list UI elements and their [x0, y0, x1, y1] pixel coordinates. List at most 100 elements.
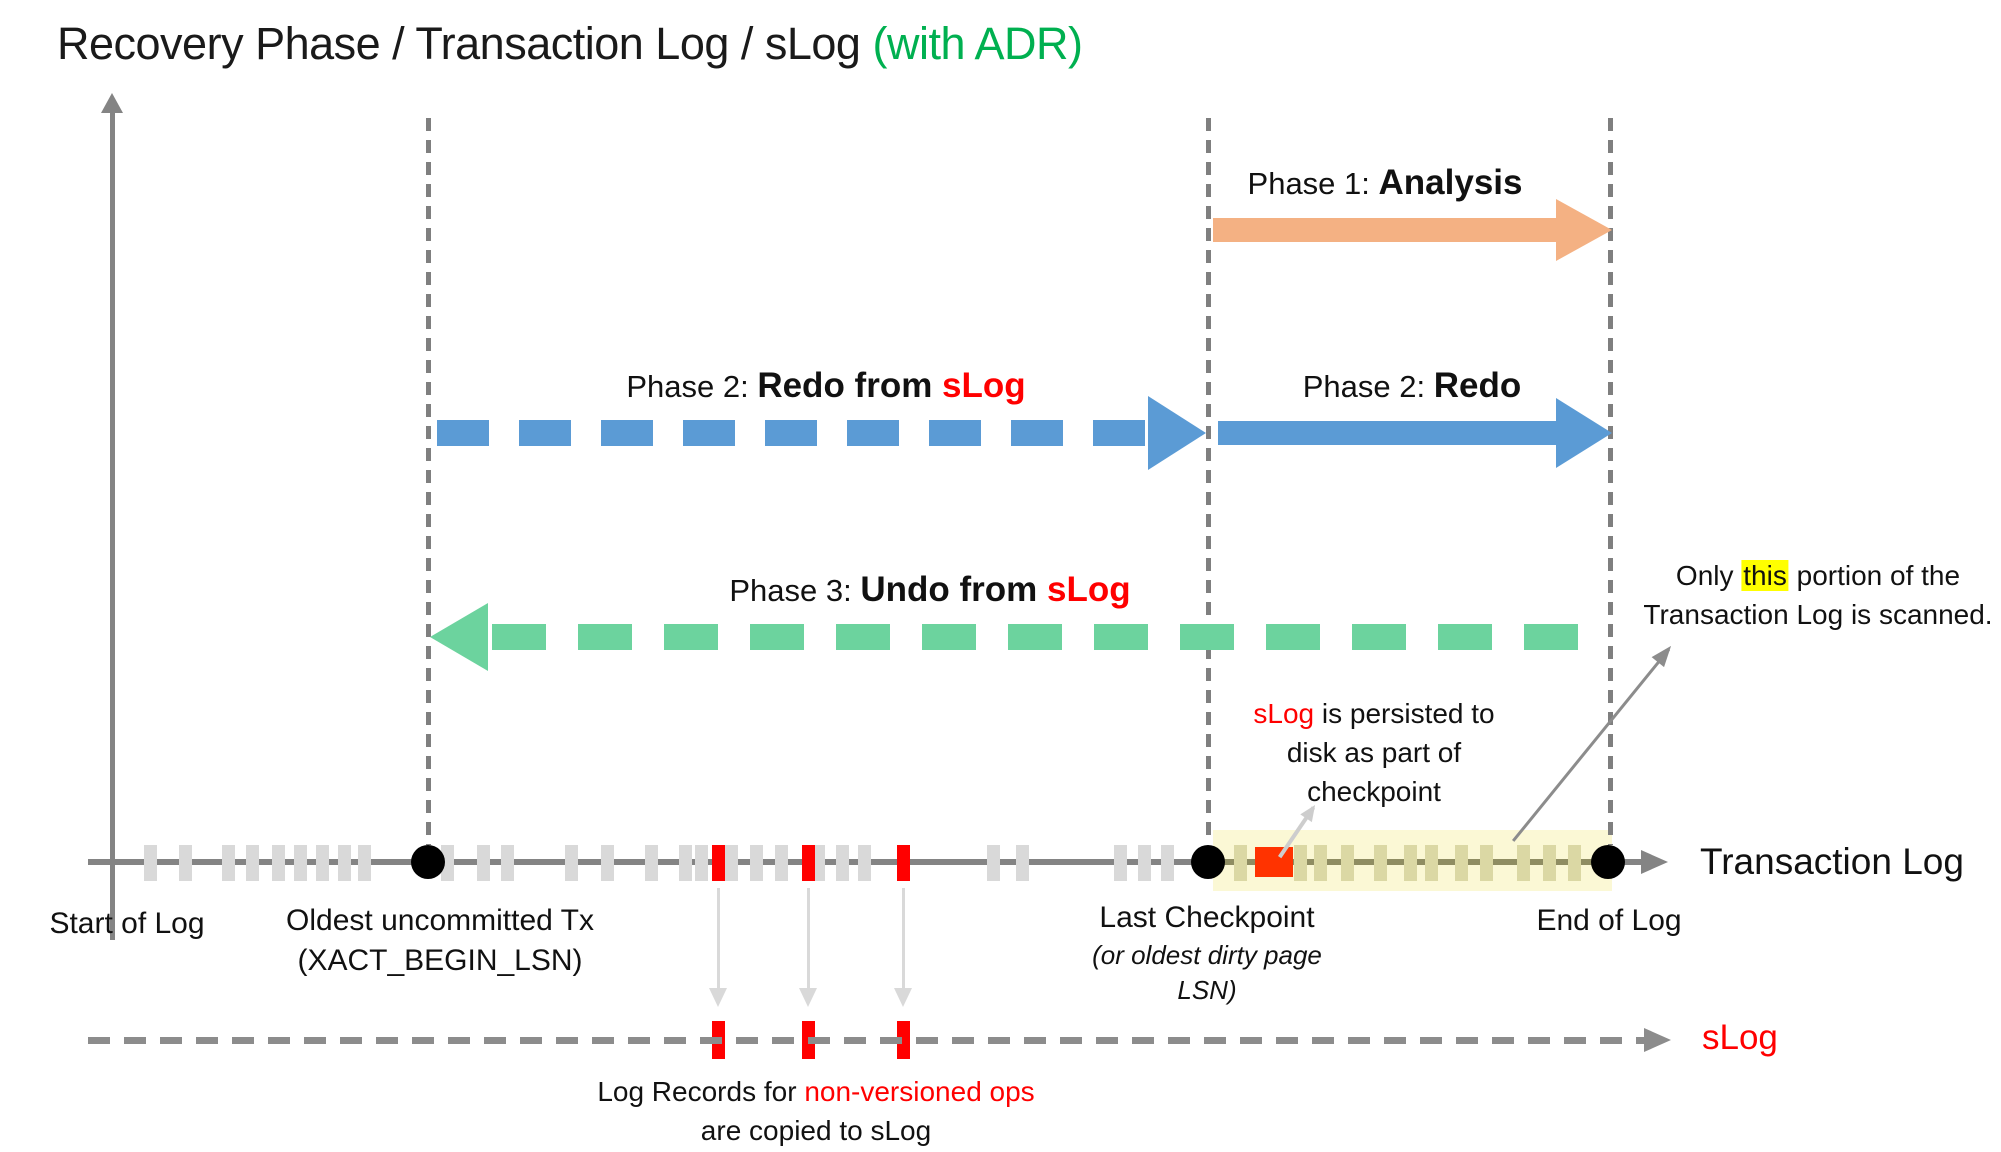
- transaction-log-arrowhead-icon: [1641, 850, 1668, 874]
- slog-arrowhead-icon: [1644, 1028, 1671, 1052]
- scan-note-line2: Transaction Log is scanned.: [1643, 599, 1993, 630]
- log-tick: [836, 845, 849, 881]
- scan-note-line1: Only this portion of the: [1643, 556, 1992, 595]
- persist-note-slog: sLog: [1253, 698, 1315, 729]
- phase3-undo-arrow: [492, 624, 1610, 650]
- log-marker-dot: [1591, 845, 1625, 879]
- phase2-redo-arrowhead-icon: [1556, 398, 1612, 468]
- log-marker-dot: [411, 845, 445, 879]
- phase3-bold: Undo from: [860, 570, 1048, 609]
- phase2-redo-from-slog-arrow: [437, 420, 1149, 446]
- band-tick: [1314, 845, 1327, 881]
- log-tick: [775, 845, 788, 881]
- vertical-axis-arrowhead-icon: [101, 93, 123, 113]
- nonversioned-log-tick: [897, 845, 910, 881]
- copy-down-arrowhead-icon: [894, 988, 912, 1007]
- slog-copy-note: Log Records for non-versioned ops are co…: [597, 1072, 1034, 1150]
- band-tick: [1294, 845, 1307, 881]
- log-tick: [272, 845, 285, 881]
- phase1-arrowhead-icon: [1556, 199, 1612, 261]
- log-tick: [358, 845, 371, 881]
- log-tick: [750, 845, 763, 881]
- log-tick: [1161, 845, 1174, 881]
- log-tick: [565, 845, 578, 881]
- log-tick: [144, 845, 157, 881]
- slog-persist-square: [1255, 847, 1293, 877]
- end-of-log-label: End of Log: [1536, 904, 1682, 937]
- vertical-axis-line: [110, 112, 115, 940]
- title-adr-suffix: (with ADR): [872, 18, 1083, 69]
- log-tick: [812, 845, 825, 881]
- phase2-redo-from-slog-label: Phase 2: Redo from sLog: [626, 366, 1025, 406]
- band-tick: [1455, 845, 1468, 881]
- transaction-log-axis-label: Transaction Log: [1700, 841, 1964, 882]
- phase2-prefix: Phase 2:: [1302, 369, 1434, 404]
- log-tick: [1114, 845, 1127, 881]
- scanned-portion-note: Only this portion of the Transaction Log…: [1643, 556, 1993, 634]
- phase2s-slog: sLog: [942, 366, 1026, 405]
- log-tick: [338, 845, 351, 881]
- persist-note-line2: disk as part of: [1286, 737, 1462, 768]
- log-tick: [477, 845, 490, 881]
- last-checkpoint-label: Last Checkpoint (or oldest dirty page LS…: [1092, 898, 1322, 1008]
- log-tick: [1016, 845, 1029, 881]
- nonversioned-log-tick: [802, 845, 815, 881]
- band-tick: [1543, 845, 1556, 881]
- copy-down-arrow-line: [902, 888, 905, 988]
- slog-line: [88, 1037, 1644, 1044]
- band-tick: [1374, 845, 1387, 881]
- phase1-prefix: Phase 1:: [1247, 166, 1379, 201]
- band-tick: [1568, 845, 1581, 881]
- page-title: Recovery Phase / Transaction Log / sLog …: [57, 18, 1083, 70]
- copy-note-red: non-versioned ops: [804, 1076, 1035, 1107]
- phase1-analysis-arrow: [1213, 218, 1558, 242]
- slog-axis-label: sLog: [1702, 1018, 1778, 1057]
- log-tick: [601, 845, 614, 881]
- scanned-portion-pointer-arrowhead-icon: [1651, 640, 1678, 668]
- log-tick: [987, 845, 1000, 881]
- band-tick: [1425, 845, 1438, 881]
- log-tick: [858, 845, 871, 881]
- checkpoint-line1: Last Checkpoint: [1099, 901, 1315, 934]
- phase3-prefix: Phase 3:: [729, 573, 861, 608]
- copy-down-arrow-line: [807, 888, 810, 988]
- log-tick: [179, 845, 192, 881]
- phase1-name: Analysis: [1378, 163, 1523, 202]
- log-tick: [441, 845, 454, 881]
- log-tick: [1138, 845, 1151, 881]
- copy-note-line2: are copied to sLog: [700, 1115, 932, 1146]
- log-tick: [725, 845, 738, 881]
- oldest-tx-line2: (XACT_BEGIN_LSN): [297, 944, 583, 977]
- title-main: Recovery Phase / Transaction Log / sLog: [57, 18, 873, 69]
- log-tick: [294, 845, 307, 881]
- band-tick: [1517, 845, 1530, 881]
- log-tick: [645, 845, 658, 881]
- nonversioned-log-tick: [712, 845, 725, 881]
- log-tick: [695, 845, 708, 881]
- log-marker-dot: [1191, 845, 1225, 879]
- log-tick: [316, 845, 329, 881]
- copy-down-arrowhead-icon: [799, 988, 817, 1007]
- checkpoint-line2: (or oldest dirty page: [1092, 940, 1322, 970]
- phase2-redo-label: Phase 2: Redo: [1303, 366, 1521, 406]
- copy-note-line1: Log Records for non-versioned ops: [597, 1072, 1034, 1111]
- scan-note-highlight: this: [1741, 560, 1789, 591]
- checkpoint-line3: LSN): [1177, 975, 1237, 1005]
- log-tick: [679, 845, 692, 881]
- persist-note-line1: sLog is persisted to: [1253, 694, 1494, 733]
- band-tick: [1234, 845, 1247, 881]
- copy-down-arrowhead-icon: [709, 988, 727, 1007]
- end-of-log-guide-line: [1608, 118, 1613, 845]
- band-tick: [1480, 845, 1493, 881]
- phase2s-bold: Redo from: [757, 366, 943, 405]
- log-tick: [501, 845, 514, 881]
- scan-note-part1: Only: [1675, 560, 1742, 591]
- persist-note-line3: checkpoint: [1307, 776, 1441, 807]
- copy-note-part1: Log Records for: [597, 1076, 805, 1107]
- phase2-redo-from-slog-arrowhead-icon: [1148, 396, 1206, 470]
- phase3-label: Phase 3: Undo from sLog: [729, 570, 1130, 610]
- band-tick: [1341, 845, 1354, 881]
- log-tick: [222, 845, 235, 881]
- phase2s-prefix: Phase 2:: [626, 369, 758, 404]
